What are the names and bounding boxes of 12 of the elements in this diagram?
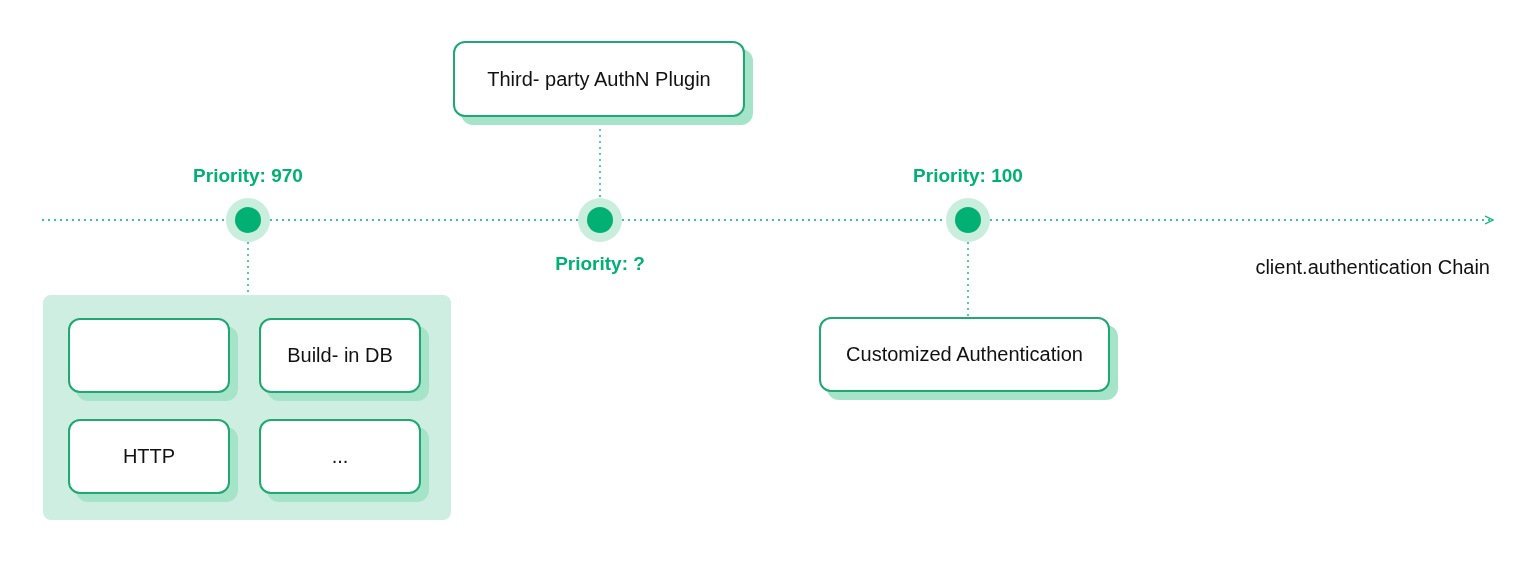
node-label: Third- party AuthN Plugin bbox=[486, 66, 712, 92]
priority-label: Priority: 100 bbox=[913, 163, 1023, 188]
chain-label: client.authentication Chain bbox=[1255, 255, 1490, 280]
node-label: HTTP bbox=[121, 444, 177, 469]
node-label: ... bbox=[330, 444, 350, 469]
node-label: Build- in DB bbox=[286, 343, 394, 368]
connector-line bbox=[967, 241, 969, 318]
node-label: Customized Authentication bbox=[845, 342, 1084, 367]
group-panel bbox=[43, 295, 451, 520]
priority-label: Priority: ? bbox=[555, 251, 645, 276]
priority-label: Priority: 970 bbox=[193, 163, 303, 188]
connector-line bbox=[41, 219, 227, 221]
